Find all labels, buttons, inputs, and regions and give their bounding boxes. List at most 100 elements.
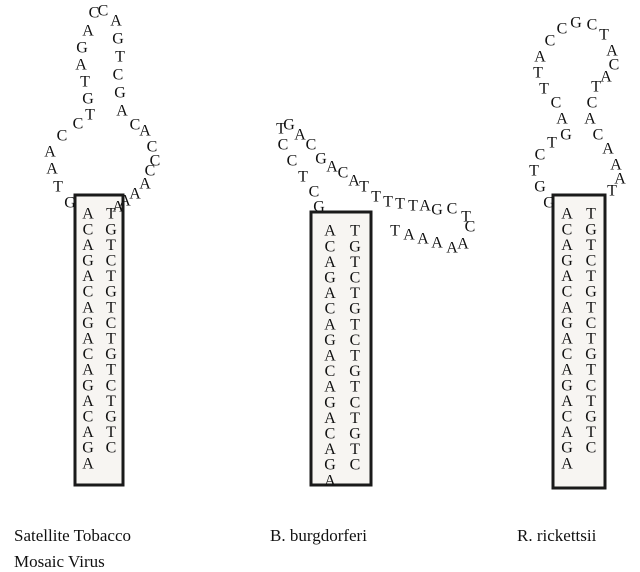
- nucleotide: G: [534, 179, 546, 196]
- nucleotide: C: [83, 221, 94, 238]
- nucleotide: A: [294, 127, 306, 144]
- nucleotide: G: [324, 457, 336, 474]
- nucleotide: G: [313, 199, 325, 216]
- nucleotide: A: [119, 193, 131, 210]
- nucleotide: A: [129, 186, 141, 203]
- nucleotide: T: [359, 179, 369, 196]
- nucleotide: G: [76, 40, 88, 57]
- nucleotide: T: [383, 194, 393, 211]
- nucleotide: A: [602, 141, 614, 158]
- nucleotide: T: [106, 424, 116, 441]
- nucleotide: C: [147, 139, 158, 156]
- nucleotide: G: [64, 195, 76, 212]
- nucleotide: A: [324, 441, 336, 458]
- nucleotide: C: [586, 315, 597, 332]
- nucleotide: C: [130, 117, 141, 134]
- nucleotide: T: [106, 268, 116, 285]
- nucleotide: G: [324, 394, 336, 411]
- nucleotide: C: [145, 163, 156, 180]
- caption-line-1: B. burgdorferi: [270, 526, 367, 545]
- nucleotide: A: [561, 268, 573, 285]
- nucleotide: T: [586, 424, 596, 441]
- nucleotide: A: [82, 393, 94, 410]
- nucleotide: T: [586, 393, 596, 410]
- nucleotide: A: [112, 199, 124, 216]
- nucleotide: C: [287, 153, 298, 170]
- nucleotide: C: [586, 377, 597, 394]
- nucleotide: G: [561, 252, 573, 269]
- stem-box: [73, 193, 125, 487]
- nucleotide: T: [586, 206, 596, 223]
- nucleotide: A: [82, 362, 94, 379]
- nucleotide: C: [562, 221, 573, 238]
- nucleotide: T: [80, 74, 90, 91]
- nucleotide: G: [585, 221, 597, 238]
- nucleotide: A: [417, 231, 429, 248]
- nucleotide: A: [326, 159, 338, 176]
- nucleotide: T: [298, 169, 308, 186]
- nucleotide: G: [82, 91, 94, 108]
- nucleotide: T: [106, 330, 116, 347]
- nucleotide: G: [585, 408, 597, 425]
- nucleotide: C: [325, 238, 336, 255]
- nucleotide: C: [587, 17, 598, 34]
- nucleotide: G: [561, 377, 573, 394]
- nucleotide: C: [586, 440, 597, 457]
- stem-box: [309, 210, 373, 487]
- nucleotide: C: [57, 128, 68, 145]
- nucleotide: C: [106, 252, 117, 269]
- caption-line-2: Mosaic Virus: [14, 552, 105, 571]
- nucleotide: A: [561, 330, 573, 347]
- nucleotide: C: [545, 33, 556, 50]
- nucleotide: C: [551, 95, 562, 112]
- nucleotide: T: [350, 410, 360, 427]
- nucleotide: C: [562, 408, 573, 425]
- nucleotide: A: [324, 254, 336, 271]
- nucleotide: T: [607, 183, 617, 200]
- nucleotide: A: [606, 43, 618, 60]
- nucleotide: T: [599, 27, 609, 44]
- nucleotide: G: [283, 117, 295, 134]
- nucleotide: T: [529, 163, 539, 180]
- nucleotide: C: [593, 127, 604, 144]
- nucleotide: T: [533, 65, 543, 82]
- nucleotide: C: [325, 301, 336, 318]
- nucleotide: T: [390, 223, 400, 240]
- nucleotide: C: [465, 219, 476, 236]
- nucleotide: A: [457, 236, 469, 253]
- nucleotide: A: [324, 347, 336, 364]
- nucleotide: G: [114, 85, 126, 102]
- nucleotide: C: [586, 252, 597, 269]
- nucleotide: A: [46, 161, 58, 178]
- nucleotide: C: [106, 315, 117, 332]
- nucleotide: A: [561, 362, 573, 379]
- nucleotide: A: [584, 111, 596, 128]
- nucleotide: T: [115, 49, 125, 66]
- nucleotide: A: [324, 472, 336, 489]
- nucleotide: C: [83, 408, 94, 425]
- nucleotide: T: [106, 206, 116, 223]
- nucleotide: C: [562, 346, 573, 363]
- nucleotide: C: [350, 457, 361, 474]
- nucleotide: A: [110, 13, 122, 30]
- nucleotide: G: [105, 221, 117, 238]
- nucleotide: C: [83, 346, 94, 363]
- nucleotide: C: [306, 137, 317, 154]
- nucleotide: C: [350, 269, 361, 286]
- nucleotide: C: [350, 394, 361, 411]
- nucleotide: A: [614, 171, 626, 188]
- nucleotide: T: [106, 237, 116, 254]
- nucleotide: A: [82, 237, 94, 254]
- nucleotide: G: [349, 238, 361, 255]
- nucleotide: C: [447, 201, 458, 218]
- nucleotide: G: [105, 284, 117, 301]
- nucleotide: T: [586, 299, 596, 316]
- nucleotide: T: [276, 121, 286, 138]
- nucleotide: T: [408, 198, 418, 215]
